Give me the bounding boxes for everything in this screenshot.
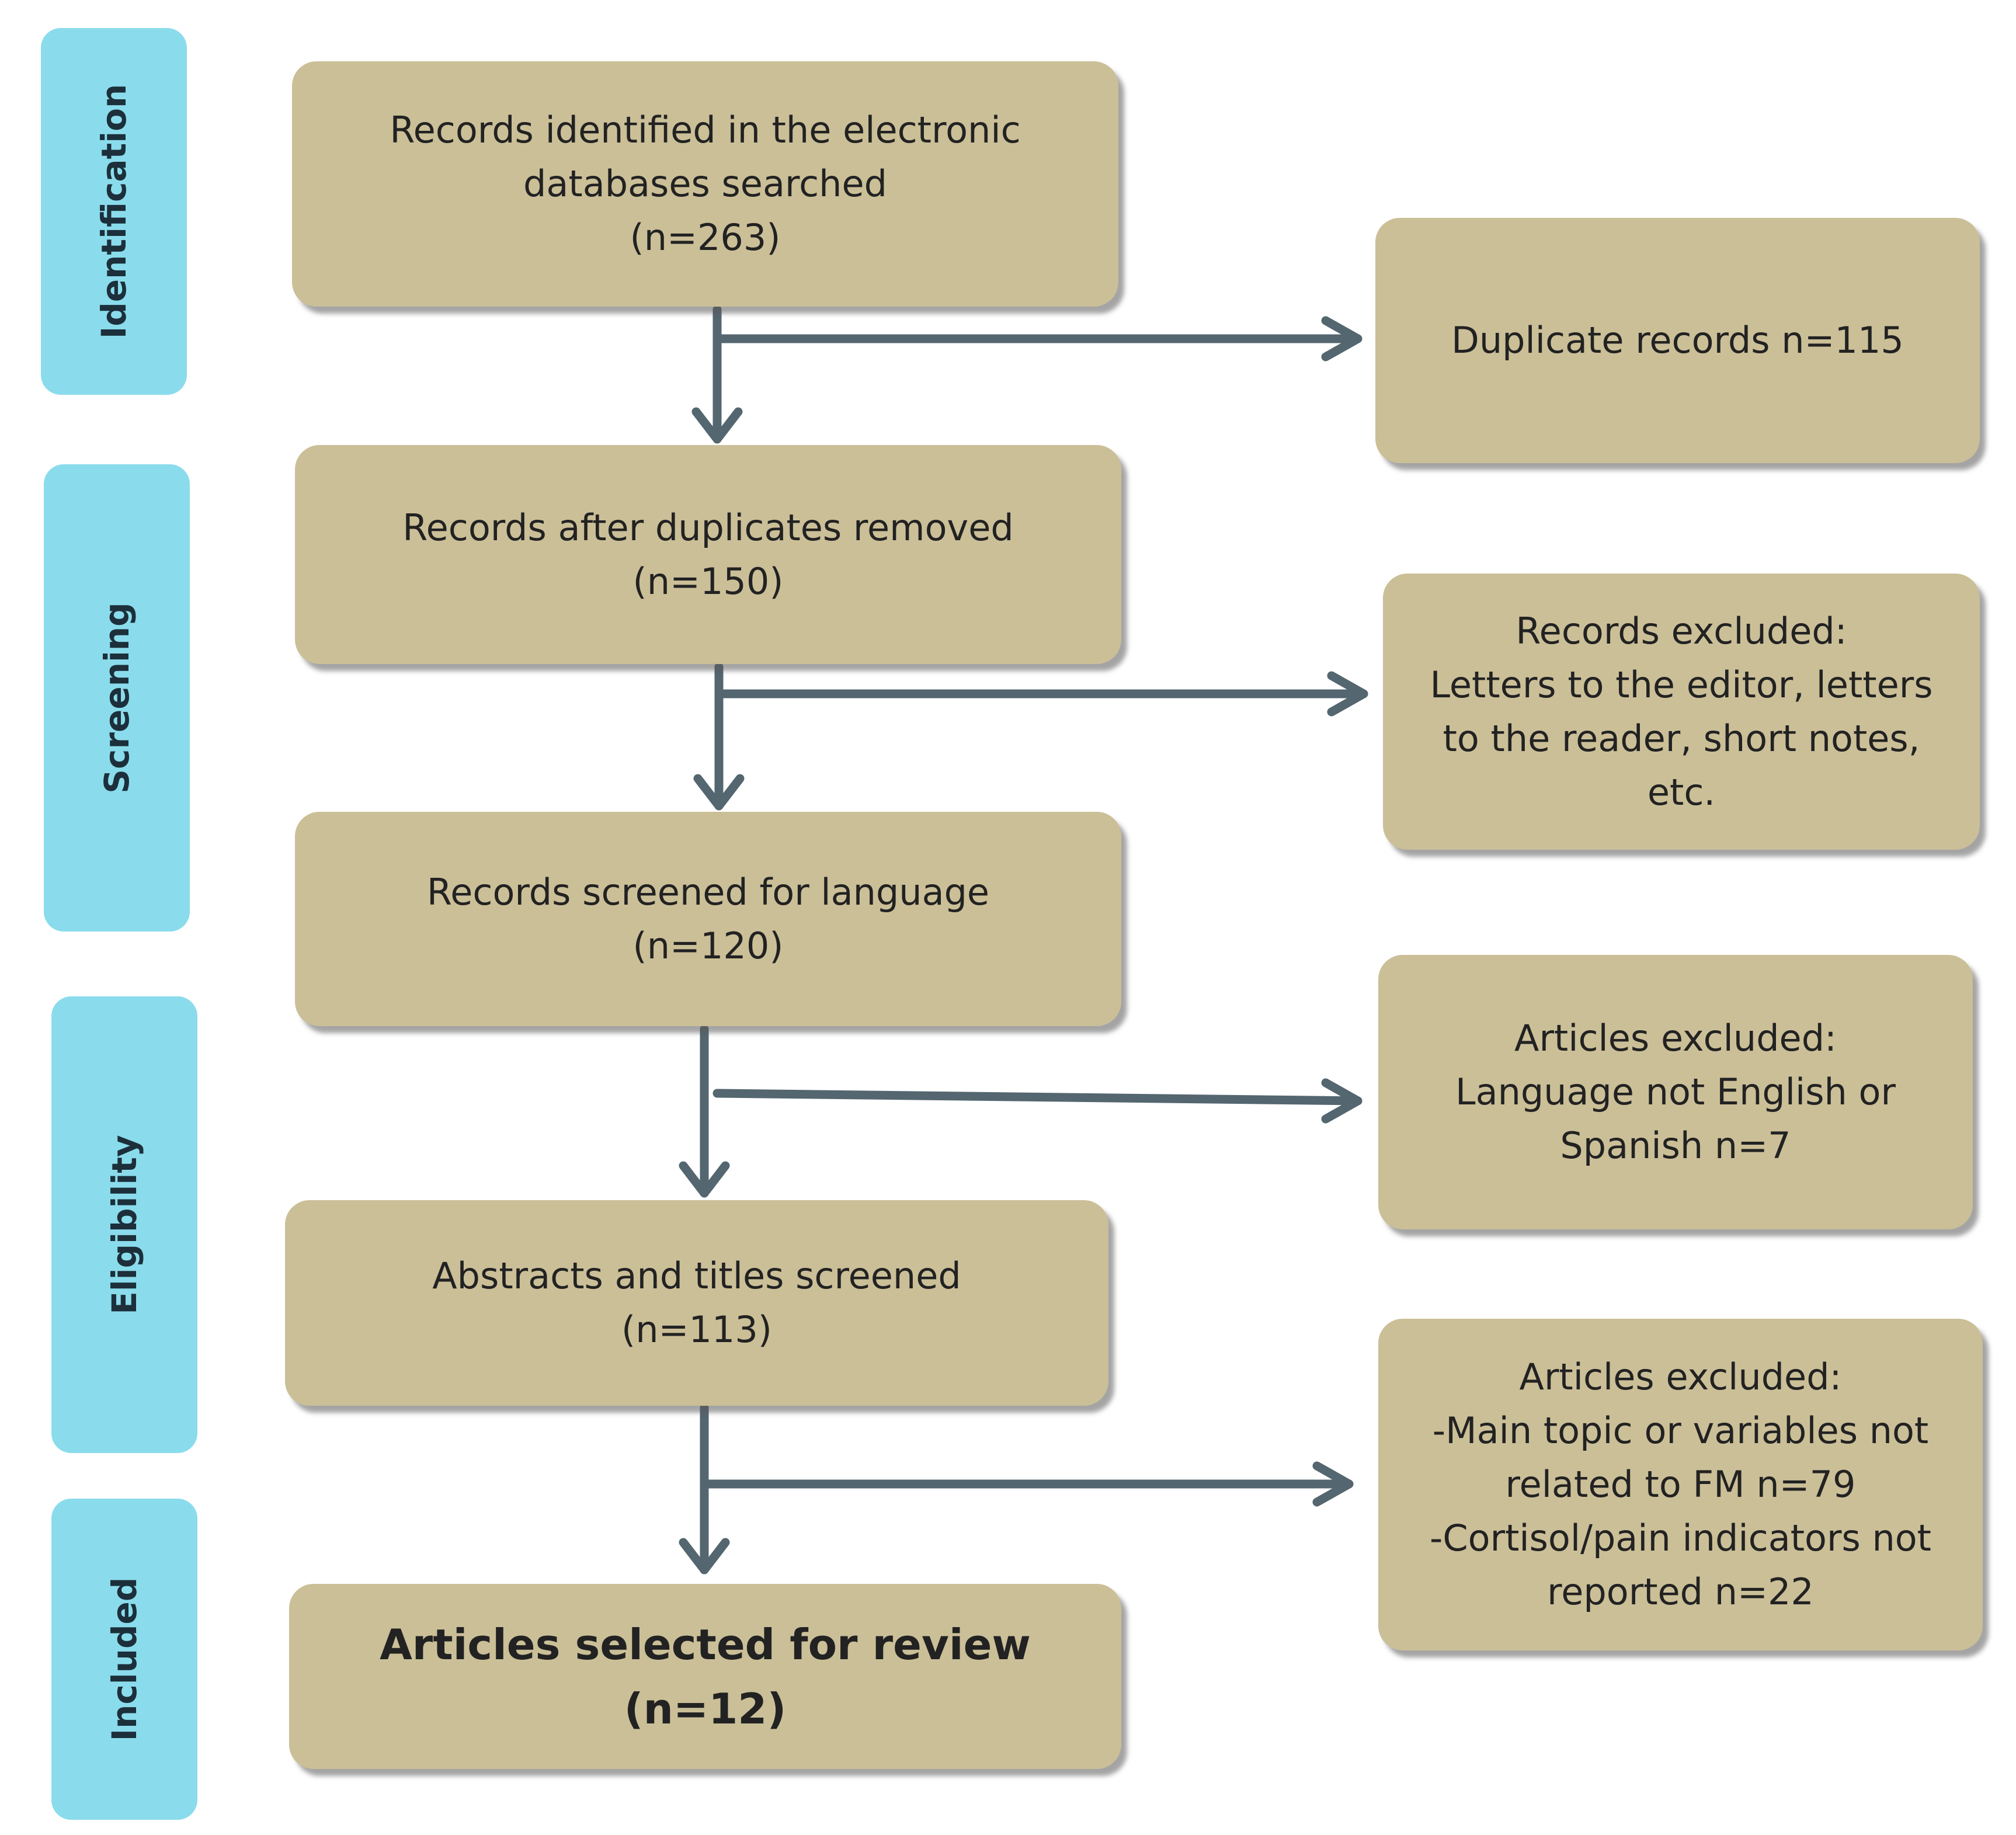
phase-screening: Screening: [44, 464, 190, 932]
box-records-identified: Records identified in the electronic dat…: [292, 61, 1118, 307]
records-identified-line-2: databases searched: [523, 162, 887, 205]
language-excluded-line-2: Spanish n=7: [1560, 1124, 1791, 1167]
box-records-after-duplicates: Records after duplicates removed (n=150): [295, 445, 1121, 664]
language-excluded-line-1: Language not English or: [1455, 1071, 1896, 1113]
topic-excluded-line-1: -Main topic or variables not: [1432, 1409, 1929, 1452]
records-excluded-line-3: etc.: [1647, 770, 1716, 814]
abstracts-titles-screened-count: (n=113): [621, 1308, 772, 1351]
arrow-group: [679, 305, 1368, 1575]
box-articles-selected: Articles selected for review (n=12): [289, 1584, 1121, 1769]
arrowhead-abstracts-to-selected: [679, 1538, 730, 1575]
articles-selected-count: (n=12): [624, 1684, 787, 1733]
records-excluded-line-1: Letters to the editor, letters: [1430, 663, 1933, 706]
language-excluded-title: Articles excluded:: [1514, 1017, 1837, 1059]
duplicate-records-line-1: Duplicate records n=115: [1451, 319, 1904, 362]
arrowhead-identified-to-deduplicated: [691, 407, 743, 444]
records-identified-count: (n=263): [630, 216, 781, 259]
arrow-to-language-excluded: [712, 1089, 1362, 1106]
arrowhead-deduplicated-to-language: [693, 774, 745, 811]
articles-selected-line-1: Articles selected for review: [380, 1619, 1031, 1669]
abstracts-titles-screened-line-1: Abstracts and titles screened: [432, 1254, 961, 1297]
records-identified-line-1: Records identified in the electronic: [390, 109, 1021, 151]
box-duplicate-records: Duplicate records n=115: [1375, 218, 1980, 463]
arrowhead-language-to-abstracts: [679, 1161, 730, 1198]
arrowhead-to-topic-excluded: [1312, 1461, 1354, 1507]
records-screened-language-line-1: Records screened for language: [426, 870, 990, 913]
records-screened-language-count: (n=120): [632, 924, 784, 967]
box-abstracts-titles-screened: Abstracts and titles screened (n=113): [285, 1200, 1108, 1406]
topic-excluded-line-3: -Cortisol/pain indicators not: [1429, 1517, 1931, 1559]
records-after-duplicates-count: (n=150): [632, 559, 784, 603]
records-excluded-line-2: to the reader, short notes,: [1443, 717, 1920, 760]
box-records-screened-language: Records screened for language (n=120): [295, 812, 1121, 1026]
topic-excluded-line-4: reported n=22: [1547, 1570, 1814, 1613]
arrowhead-to-language-excluded: [1321, 1078, 1362, 1124]
phase-identification: Identification: [41, 28, 187, 395]
topic-excluded-title: Articles excluded:: [1519, 1356, 1842, 1398]
records-after-duplicates-line-1: Records after duplicates removed: [402, 506, 1014, 549]
box-topic-excluded: Articles excluded: -Main topic or variab…: [1378, 1319, 1983, 1650]
arrowhead-to-records-excluded: [1327, 671, 1368, 717]
topic-excluded-line-2: related to FM n=79: [1505, 1463, 1856, 1506]
box-records-excluded: Records excluded: Letters to the editor,…: [1383, 574, 1980, 850]
phase-eligibility: Eligibility: [51, 996, 197, 1453]
box-language-excluded: Articles excluded: Language not English …: [1378, 955, 1973, 1229]
phase-included: Included: [51, 1499, 197, 1820]
records-excluded-title: Records excluded:: [1516, 609, 1847, 652]
arrowhead-to-duplicates: [1321, 316, 1362, 362]
